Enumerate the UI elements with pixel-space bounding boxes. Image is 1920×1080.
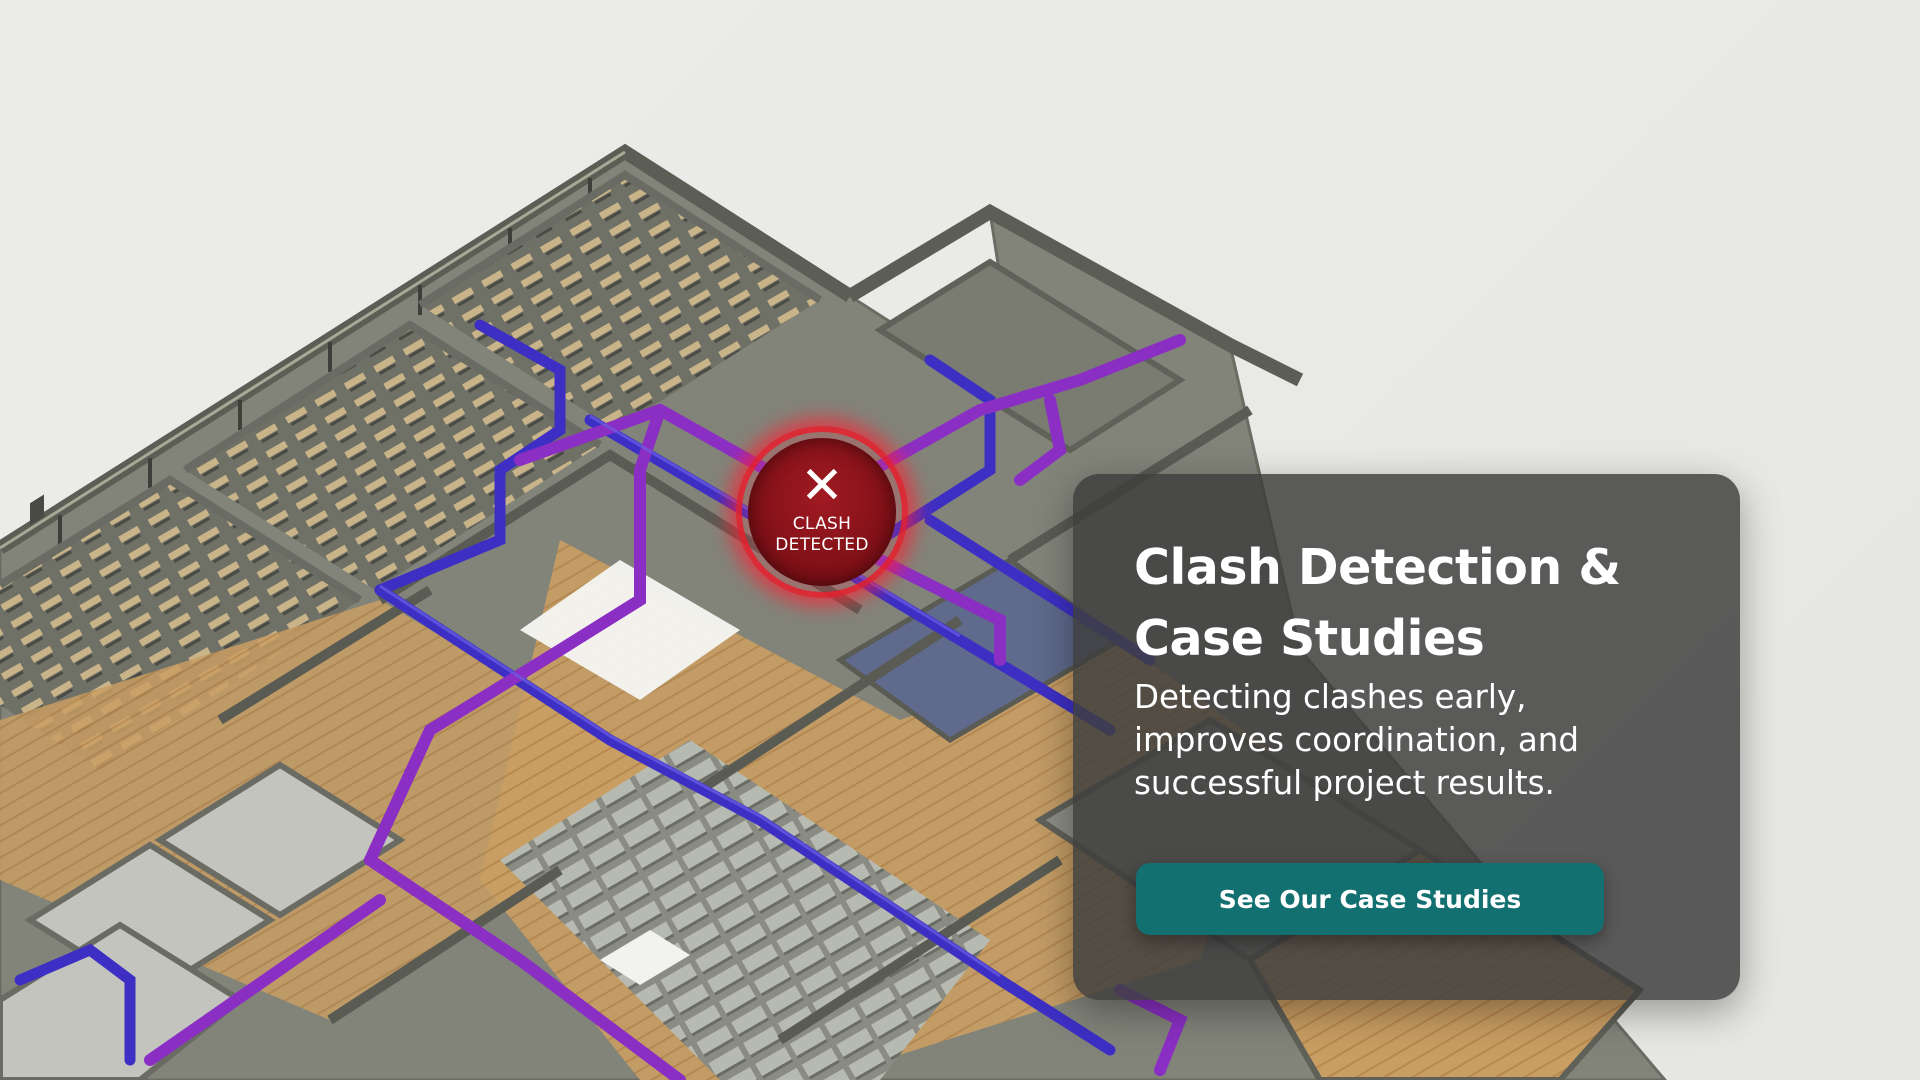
clash-core — [748, 438, 896, 586]
close-x-icon: ✕ — [800, 456, 844, 516]
card-title: Clash Detection & Case Studies — [1134, 539, 1621, 667]
mechanical-room — [500, 740, 990, 1080]
clash-label: CLASH DETECTED — [775, 514, 868, 556]
clash-ring — [736, 426, 908, 598]
clash-detected-marker: ✕ CLASH DETECTED — [716, 406, 928, 618]
see-case-studies-button[interactable]: See Our Case Studies — [1136, 863, 1604, 935]
card-description: Detecting clashes early, improves coordi… — [1134, 678, 1580, 802]
clash-label-line1: CLASH — [792, 514, 852, 534]
clash-label-line2: DETECTED — [775, 535, 869, 555]
classroom-middle — [185, 325, 600, 590]
case-studies-card: Clash Detection & Case Studies Detecting… — [1073, 474, 1740, 1000]
